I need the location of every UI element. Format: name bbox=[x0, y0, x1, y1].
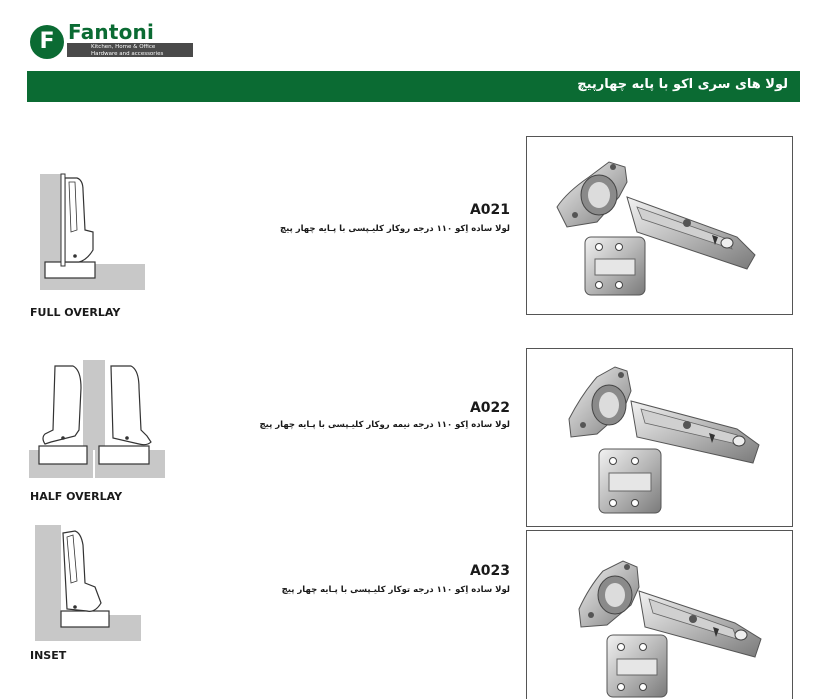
overlay-label-half: HALF OVERLAY bbox=[30, 490, 123, 503]
logo-name: Fantoni bbox=[68, 20, 155, 44]
logo-tagline: Kitchen, Home & Office Hardware and acce… bbox=[67, 43, 193, 57]
hinge-photo-icon bbox=[568, 366, 760, 514]
product-description: لولا ساده اِکو ۱۱۰ درجه نیمه روکار کلیـپ… bbox=[259, 420, 510, 430]
hinge-photo-icon bbox=[578, 560, 762, 698]
logo-tagline-1: Kitchen, Home & Office bbox=[91, 44, 156, 50]
overlay-label-inset: INSET bbox=[30, 649, 67, 662]
logo-tagline-2: Hardware and accessories bbox=[91, 50, 164, 57]
product-description: لولا ساده اِکو ۱۱۰ درجه روکار کلیـپسی با… bbox=[279, 224, 510, 234]
product-photo-frame bbox=[526, 530, 793, 699]
half-overlay-diagram-icon bbox=[27, 358, 167, 480]
product-description: لولا ساده اِکو ۱۱۰ درجه توکار کلیـپسی با… bbox=[281, 585, 510, 595]
brand-logo: F Fantoni Kitchen, Home & Office Hardwar… bbox=[30, 20, 193, 61]
product-photo-frame bbox=[526, 348, 793, 527]
product-code: A021 bbox=[469, 202, 510, 218]
logo-letter: F bbox=[30, 25, 64, 59]
hinge-photo-icon bbox=[556, 161, 756, 296]
overlay-label-full: FULL OVERLAY bbox=[30, 306, 121, 319]
section-title: لولا های سری اکو با پایه چهارپیچ bbox=[577, 77, 788, 92]
product-code: A023 bbox=[469, 563, 510, 579]
product-photo-frame bbox=[526, 136, 793, 315]
full-overlay-diagram-icon bbox=[35, 170, 150, 295]
product-code: A022 bbox=[469, 400, 510, 416]
section-banner: لولا های سری اکو با پایه چهارپیچ bbox=[27, 71, 800, 102]
inset-diagram-icon bbox=[33, 523, 143, 643]
